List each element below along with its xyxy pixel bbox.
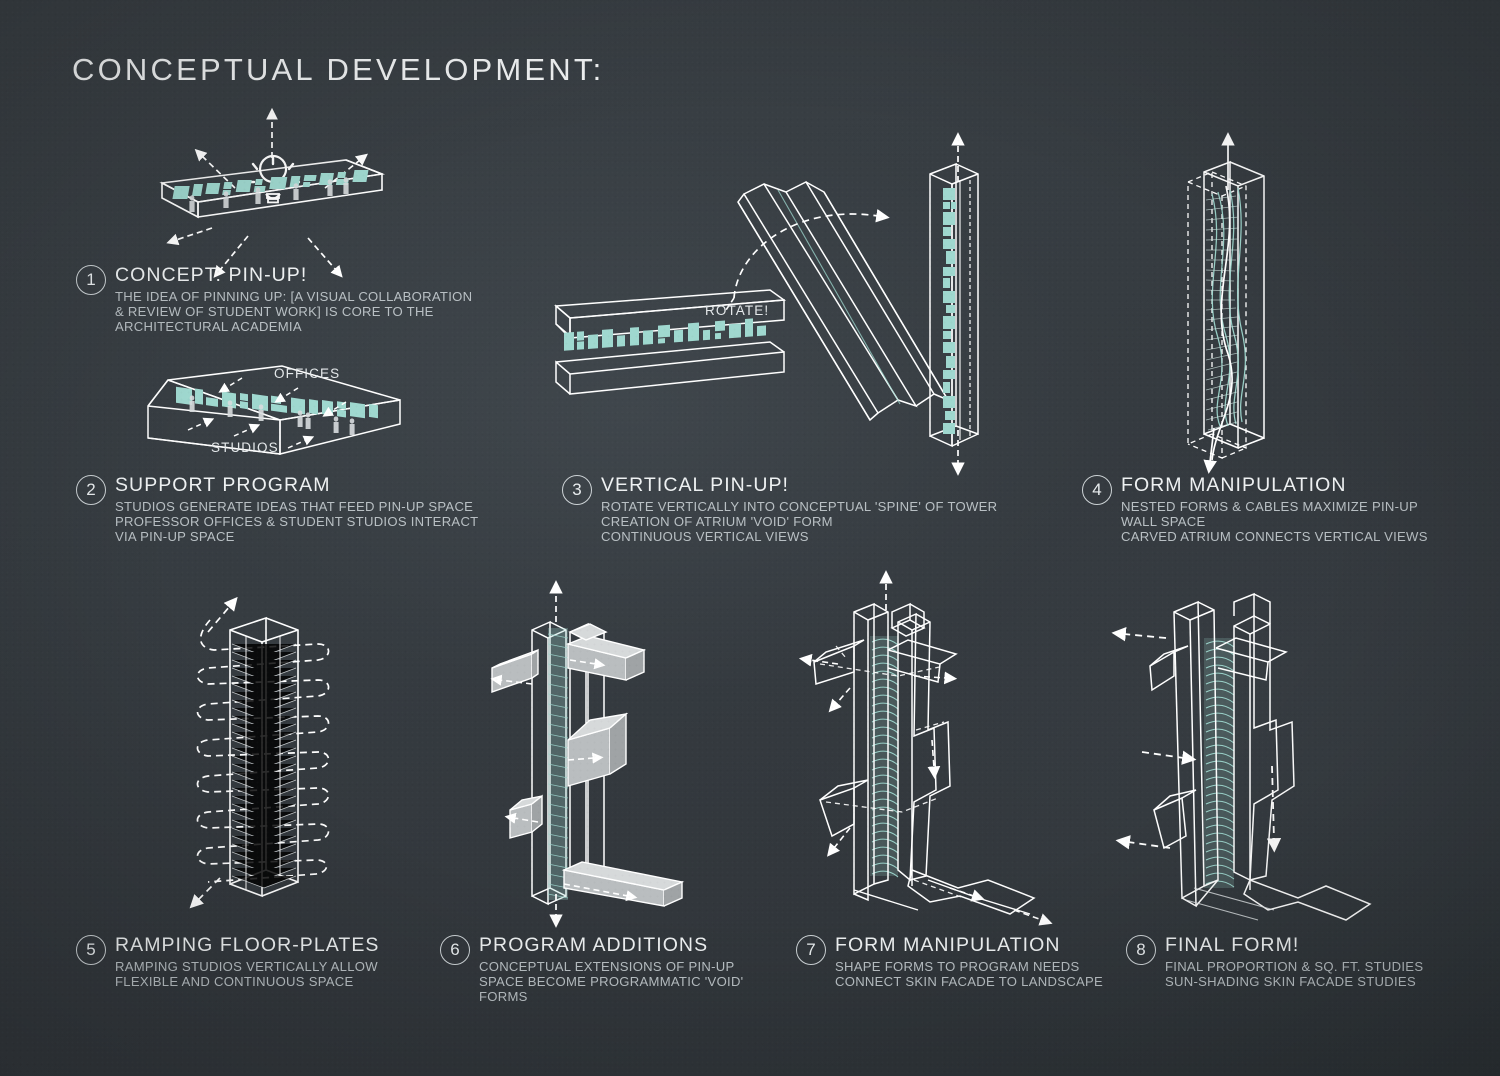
program-block-right-upper [565,635,647,681]
diagram-step-4 [1187,132,1265,474]
diagram-step-8 [1111,592,1372,921]
final-cantilevers [1149,637,1372,921]
cable-hatching [1205,195,1240,431]
step-heading-4: FORM MANIPULATION [1121,474,1347,496]
rotate-leader [725,297,735,311]
faceted-tower-forms [853,602,951,902]
step-body-2: STUDIOS GENERATE IDEAS THAT FEED PIN-UP … [115,499,479,545]
diagram-step-6 [490,580,685,928]
caption-step-6: 6 PROGRAM ADDITIONS CONCEPTUAL EXTENSION… [440,934,743,1004]
horizontal-bar-panels [564,318,766,351]
teal-spine-coil-final [1204,638,1235,888]
program-block-left-lower [509,794,543,839]
step-body-5: RAMPING STUDIOS VERTICALLY ALLOW FLEXIBL… [115,959,378,990]
outer-volume [1203,160,1265,450]
diagram-step-5 [189,596,330,909]
step-body-4: NESTED FORMS & CABLES MAXIMIZE PIN-UP WA… [1121,499,1428,545]
step-heading-1: CONCEPT: PIN-UP! [115,264,308,286]
extension-arrows [490,658,638,902]
program-block-base [561,861,685,907]
step-heading-8: FINAL FORM! [1165,934,1300,956]
program-block-left-upper [491,648,539,693]
program-block-middle-right [567,712,629,787]
step-heading-6: PROGRAM ADDITIONS [479,934,709,956]
step-heading-2: SUPPORT PROGRAM [115,474,331,496]
studios-arrows [187,417,315,449]
diagram-step-1 [159,107,386,278]
landscape-base [1185,887,1275,921]
page-title: CONCEPTUAL DEVELOPMENT: [72,52,605,87]
diagram-step-3 [554,132,979,476]
diagram-label-studios: STUDIOS [211,440,279,455]
diagram-label-offices: OFFICES [274,366,341,381]
offices-arrows [218,377,347,417]
final-right-mass [1233,592,1295,890]
ramp-arrows [189,596,238,909]
step-body-3: ROTATE VERTICALLY INTO CONCEPTUAL 'SPINE… [601,499,998,545]
rotating-bar-spine [777,189,901,405]
tower-pinup-panels [943,188,956,434]
cantilever-wings [813,639,1036,915]
carve-line [1211,185,1233,461]
step-body-1: THE IDEA OF PINNING UP: [A VISUAL COLLAB… [115,289,473,335]
step-number-3: 3 [562,475,592,505]
ghost-guides-step7 [819,645,965,899]
step-heading-7: FORM MANIPULATION [835,934,1061,956]
step-number-7: 7 [796,935,826,965]
diagram-label-rotate: ROTATE! [705,303,770,318]
step-body-7: SHAPE FORMS TO PROGRAM NEEDS CONNECT SKI… [835,959,1103,990]
sun-shading-arrows [1111,627,1282,853]
step-number-1: 1 [76,265,106,295]
caption-step-7: 7 FORM MANIPULATION SHAPE FORMS TO PROGR… [796,934,1103,989]
step-heading-3: VERTICAL PIN-UP! [601,474,790,496]
carved-atrium-forms [1211,187,1246,427]
shape-arrows [798,653,1053,926]
step-body-8: FINAL PROPORTION & SQ. FT. STUDIES SUN-S… [1165,959,1424,990]
horizontal-bar [554,289,787,395]
landscape-connection [853,879,1031,915]
caption-step-1: 1 CONCEPT: PIN-UP! THE IDEA OF PINNING U… [76,264,472,334]
step-body-6: CONCEPTUAL EXTENSIONS OF PIN-UP SPACE BE… [479,959,744,1005]
figure-silhouettes-step2 [189,395,355,435]
caption-step-8: 8 FINAL FORM! FINAL PROPORTION & SQ. FT.… [1126,934,1423,989]
step-number-4: 4 [1082,475,1112,505]
teal-spine [547,628,569,900]
step-number-2: 2 [76,475,106,505]
caption-step-5: 5 RAMPING FLOOR-PLATES RAMPING STUDIOS V… [76,934,379,989]
final-left-slab [1173,600,1219,908]
caption-step-4: 4 FORM MANIPULATION NESTED FORMS & CABLE… [1082,474,1428,544]
step-number-8: 8 [1126,935,1156,965]
diagram-step-2 [147,365,401,455]
caption-step-3: 3 VERTICAL PIN-UP! ROTATE VERTICALLY INT… [562,474,997,544]
step-number-6: 6 [440,935,470,965]
step-number-5: 5 [76,935,106,965]
rotate-arc-arrow [733,209,890,299]
axis-arrows-step4 [1203,132,1235,474]
caption-step-2: 2 SUPPORT PROGRAM STUDIOS GENERATE IDEAS… [76,474,478,544]
ramp-zigzag-path [196,619,330,883]
step-heading-5: RAMPING FLOOR-PLATES [115,934,380,956]
pinup-panels-step2 [176,386,378,419]
figure-silhouettes [189,177,349,212]
program-block-top [568,623,608,641]
diagram-step-7 [798,570,1053,926]
tower-inner-divisions [245,636,281,890]
